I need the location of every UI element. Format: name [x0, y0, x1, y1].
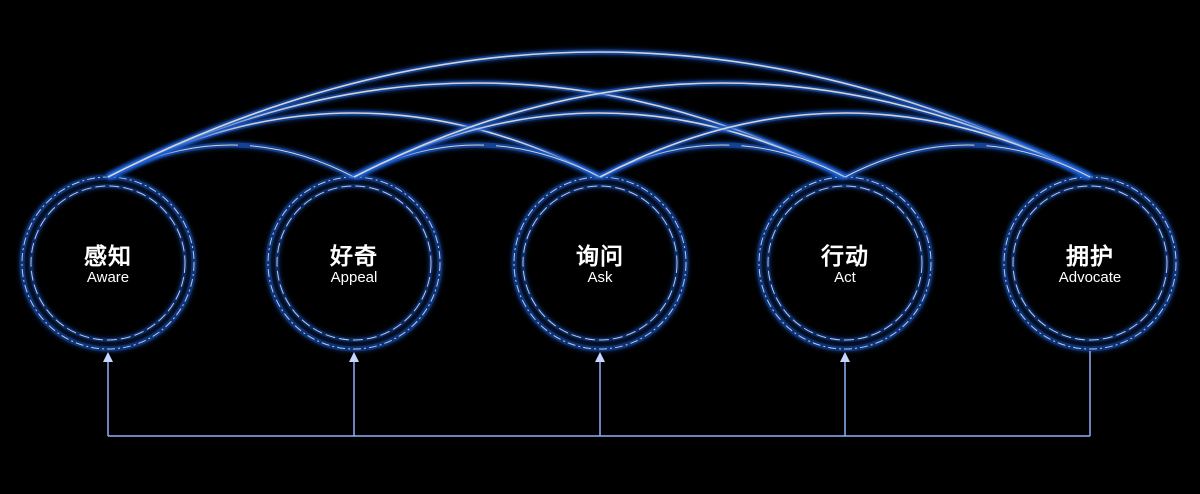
stage-title-en: Appeal — [330, 269, 378, 286]
stage-node-aware: 感知 Aware — [22, 177, 194, 349]
inner-ring — [1012, 185, 1168, 341]
stage-title-en: Ask — [587, 269, 613, 286]
arrow-up-icon — [103, 352, 113, 362]
inner-ring — [767, 185, 923, 341]
arrow-up-icon — [840, 352, 850, 362]
connection-arc — [107, 51, 1091, 178]
stage-title-en: Act — [834, 269, 856, 286]
stage-title-en: Advocate — [1058, 269, 1122, 286]
stage-title-zh: 好奇 — [330, 244, 378, 270]
inner-ring — [30, 185, 186, 341]
connection-arc — [599, 112, 1091, 178]
stage-node-act: 行动 Act — [759, 177, 931, 349]
stage-title-en: Aware — [86, 269, 130, 286]
connection-arc — [353, 82, 1091, 178]
stage-node-ask: 询问 Ask — [514, 177, 686, 349]
stage-title-zh: 行动 — [821, 244, 869, 270]
inner-ring — [276, 185, 432, 341]
connection-arc — [844, 144, 1091, 178]
stage-title-zh: 感知 — [84, 244, 132, 270]
arrow-up-icon — [595, 352, 605, 362]
inner-ring — [522, 185, 678, 341]
arrow-up-icon — [349, 352, 359, 362]
stage-title-zh: 拥护 — [1066, 244, 1114, 270]
stage-node-appeal: 好奇 Appeal — [268, 177, 440, 349]
stage-node-advocate: 拥护 Advocate — [1004, 177, 1176, 349]
stage-title-zh: 询问 — [576, 244, 624, 270]
